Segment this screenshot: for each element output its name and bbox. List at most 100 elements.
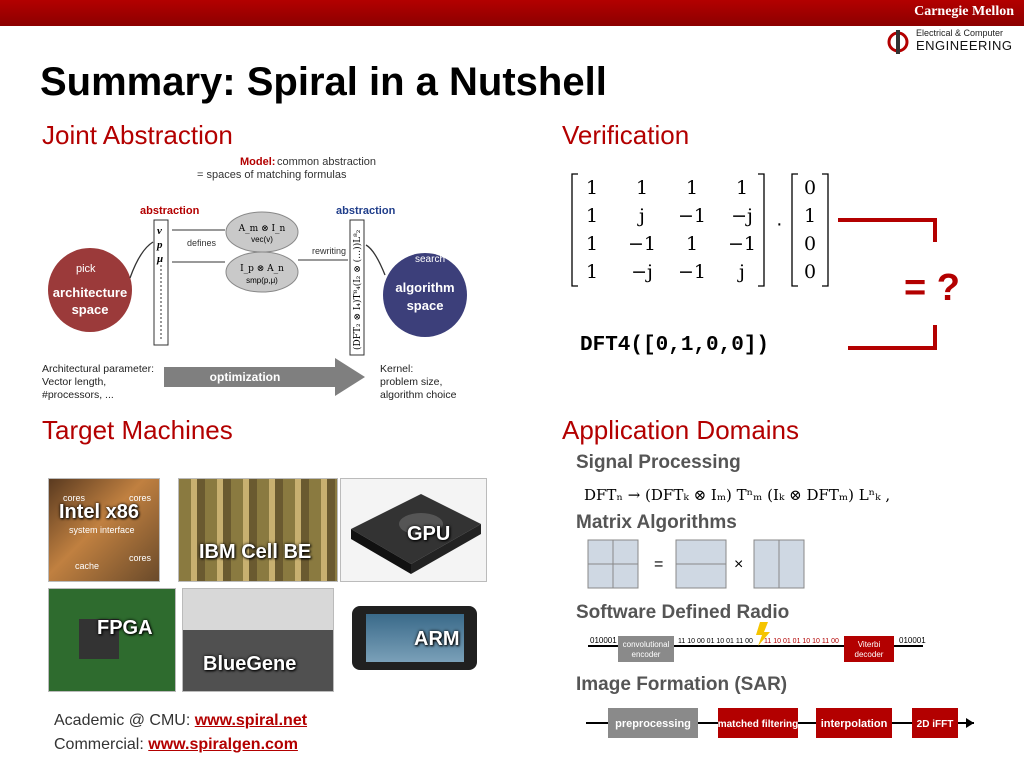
input-vector: 0 1 0 0 [804,177,816,283]
architecture-space-circle [48,248,132,332]
dept-line1: Electrical & Computer [916,28,1004,38]
rewriting-label: rewriting [312,246,346,256]
ibm-cell-tile: IBM Cell BE [178,478,338,582]
arm-tile: ARM [352,606,477,670]
matrix-entry: 1 [586,233,598,255]
rotated-formula: (DFT₂ ⊗ I₄)T⁸₄(I₂ ⊗ (…))L⁸₂ [352,229,363,350]
application-domains-heading: Application Domains [562,415,800,445]
abstraction-right: abstraction [336,205,396,217]
formula-bottom-sub: smp(p,μ) [246,276,278,285]
matrix-equals: = [654,556,663,573]
dft4-code: DFT4([0,1,0,0]) [580,334,770,357]
fpga-label: FPGA [97,617,153,639]
kernel-line1: Kernel: [380,363,413,375]
viterbi-line1: Viterbi [858,640,881,649]
vector-entry: 0 [804,261,816,283]
matrix-entry: 1 [586,205,598,227]
vector-entry: 0 [804,177,816,199]
search-label: search [415,254,445,265]
sar-preprocessing [608,708,698,738]
param-mu: μ [156,253,163,265]
arch-param-line2: Vector length, [42,376,106,388]
commercial-label: Commercial: [54,736,144,753]
dft-formula: DFTₙ → (DFTₖ ⊗ Iₘ) Tⁿₘ (Iₖ ⊗ DFTₘ) Lⁿₖ , [584,486,891,504]
academic-line: Academic @ CMU: www.spiral.net [54,712,307,730]
vector-entry: 0 [804,233,816,255]
optimization-arrow [164,358,365,396]
model-line1: common abstraction [277,156,376,168]
x86-system-interface: system interface [69,525,135,535]
verification-heading: Verification [562,120,690,150]
vector-entry: 1 [804,205,816,227]
arch-param-line3: #processors, ... [42,389,114,401]
matrix-entry: −1 [628,233,656,255]
dot-operator: · [776,213,783,235]
matrix-times: × [734,556,743,573]
sdr-bits-mid2: 11 10 01 01 10 10 11 00 [764,638,839,645]
algo-space-line1: algorithm [395,280,454,295]
matrix-entry: −1 [678,261,706,283]
intel-x86-label: Intel x86 [59,501,140,523]
formula-bottom: I_p ⊗ A_n [240,264,284,274]
sdr-bits-mid: 11 10 00 01 10 01 11 00 [678,638,753,645]
optimization-label: optimization [210,370,281,384]
algorithm-space-circle [383,253,467,337]
bluegene-tile: BlueGene [182,588,334,692]
conv-encoder-line2: encoder [632,650,661,659]
gpu-label: GPU [407,523,451,545]
matrix-entry: 1 [586,177,598,199]
department-logo: Electrical & Computer ENGINEERING [886,28,1016,56]
param-v: v [157,225,162,237]
matrix-entry: 1 [686,177,698,199]
matrix-entry: 1 [736,177,748,199]
arch-space-line1: architecture [53,285,127,300]
x86-cache: cache [75,561,100,571]
arm-label: ARM [414,628,460,650]
sar-step-1: preprocessing [615,718,691,730]
sar-pipeline: preprocessing matched filtering interpol… [586,708,974,738]
academic-link[interactable]: www.spiral.net [194,712,308,729]
matrix-entry: −j [631,261,653,283]
sar-step-2: matched filtering [718,719,799,730]
joint-abstraction-heading: Joint Abstraction [42,120,233,150]
sar-label: Image Formation (SAR) [576,674,788,695]
model-line2: = spaces of matching formulas [197,169,347,181]
arm-screen-icon [366,614,464,662]
ibm-cell-label: IBM Cell BE [199,541,312,563]
fpga-chip-icon [79,619,119,659]
lightning-icon [756,622,770,646]
fpga-tile: FPGA [48,588,176,692]
sdr-bits-right: 010001 [899,636,926,645]
formula-top: A_m ⊗ I_n [238,224,286,234]
sar-step-4: 2D iFFT [917,719,954,730]
matrix-entry: j [737,261,745,283]
matrix-entry: −j [731,205,753,227]
sdr-figure: 010001 convolutional encoder 11 10 00 01… [588,622,926,662]
sar-2d-ifft [912,708,958,738]
sar-matched-filtering [718,708,798,738]
intel-x86-tile: cores cores system interface cache cores… [48,478,160,582]
sar-interpolation [816,708,892,738]
matrix-entry: 1 [636,177,648,199]
matrix-entry: −1 [728,233,756,255]
conv-encoder-line1: convolutional [623,640,670,649]
page-title: Summary: Spiral in a Nutshell [40,60,607,104]
header-bar [0,0,1024,26]
pick-label: pick [76,263,96,275]
defines-label: defines [187,238,217,248]
x86-cores-2: cores [129,493,152,503]
arch-space-line2: space [72,302,109,317]
sdr-bits-left: 010001 [590,636,617,645]
matrix-multiply-figure: = × [587,539,805,589]
algo-space-line2: space [407,298,444,313]
matrix-algorithms-label: Matrix Algorithms [576,512,737,533]
academic-label: Academic @ CMU: [54,712,191,729]
abstraction-left: abstraction [140,205,200,217]
commercial-link[interactable]: www.spiralgen.com [148,736,298,753]
arch-param-line1: Architectural parameter: [42,363,154,375]
kernel-line3: algorithm choice [380,389,457,401]
gpu-card-icon [351,494,481,574]
target-machines-heading: Target Machines [42,415,233,445]
